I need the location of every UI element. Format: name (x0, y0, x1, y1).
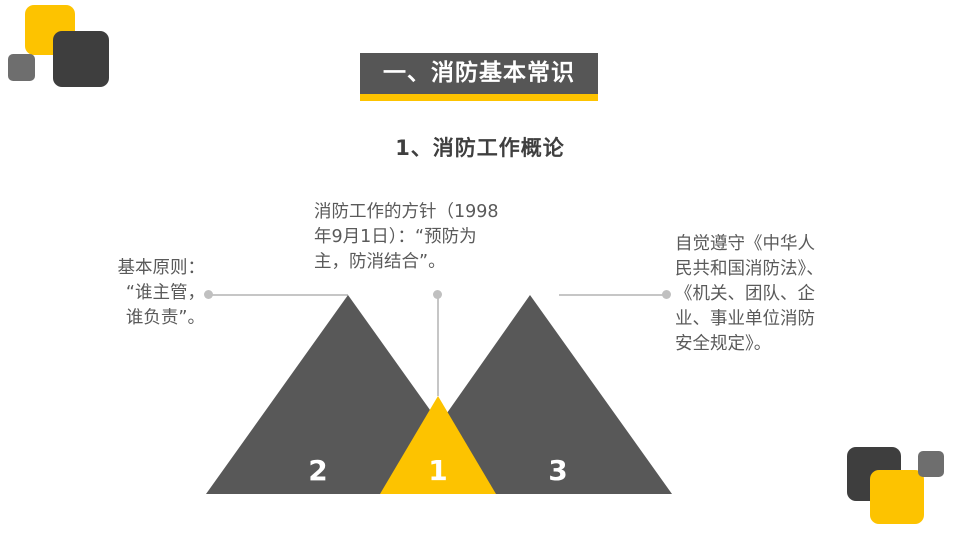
connector-line-right (559, 294, 665, 296)
connector-line-center (437, 296, 439, 396)
page-title: 一、消防基本常识 (383, 60, 575, 86)
connector-line-left (212, 294, 348, 296)
title-banner: 一、消防基本常识 (360, 53, 598, 100)
dark-square-icon (53, 31, 109, 87)
callout-center-text: 消防工作的方针（1998 年9月1日）：“预防为 主，防消结合”。 (314, 202, 499, 272)
mountain-label-1: 1 (428, 454, 448, 487)
callout-left-text: 基本原则： “谁主管， 谁负责”。 (117, 258, 206, 328)
callout-right-text: 自觉遵守《中华人 民共和国消防法》、 《机关、团队、企 业、事业单位消防 安全规… (675, 234, 824, 354)
connector-dot-left (204, 290, 213, 299)
gray-square-icon (8, 54, 35, 81)
gray-square-icon (918, 451, 944, 477)
connector-dot-right (662, 290, 671, 299)
mountain-label-2: 2 (308, 454, 328, 487)
title-underline (360, 94, 598, 101)
mountain-shape-1 (380, 396, 496, 494)
yellow-square-icon (870, 470, 924, 524)
connector-dot-center (433, 290, 442, 299)
mountain-label-3: 3 (548, 454, 568, 487)
subtitle: 1、消防工作概论 (395, 136, 565, 160)
